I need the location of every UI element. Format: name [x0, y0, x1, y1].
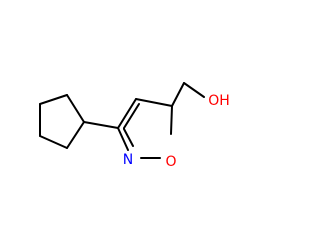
isoxazole-ring — [117, 98, 173, 159]
bond-c3-c4-inner — [123, 103, 140, 129]
bond-c3-c4 — [117, 98, 137, 129]
atom-oxygen-label: O — [165, 154, 176, 170]
bond-cp-c3 — [83, 121, 119, 129]
bond-c5-ch2 — [171, 82, 185, 107]
cyclopentyl-ring — [39, 94, 85, 149]
bond-cp-5 — [66, 94, 85, 123]
bond-n-c3-inner — [123, 128, 134, 147]
bond-cp-3 — [39, 135, 68, 149]
bond-n-c3 — [117, 127, 129, 151]
atom-nitrogen-label: N — [123, 152, 133, 168]
molecule-structure: N O OH — [39, 82, 230, 170]
bond-c4-c5 — [135, 98, 173, 107]
atom-hydroxyl-label: OH — [208, 93, 230, 109]
bond-c5-o — [170, 105, 173, 135]
bond-cp-1 — [39, 94, 68, 105]
bond-ch2-oh — [183, 82, 205, 98]
bond-cp-4 — [66, 121, 85, 149]
